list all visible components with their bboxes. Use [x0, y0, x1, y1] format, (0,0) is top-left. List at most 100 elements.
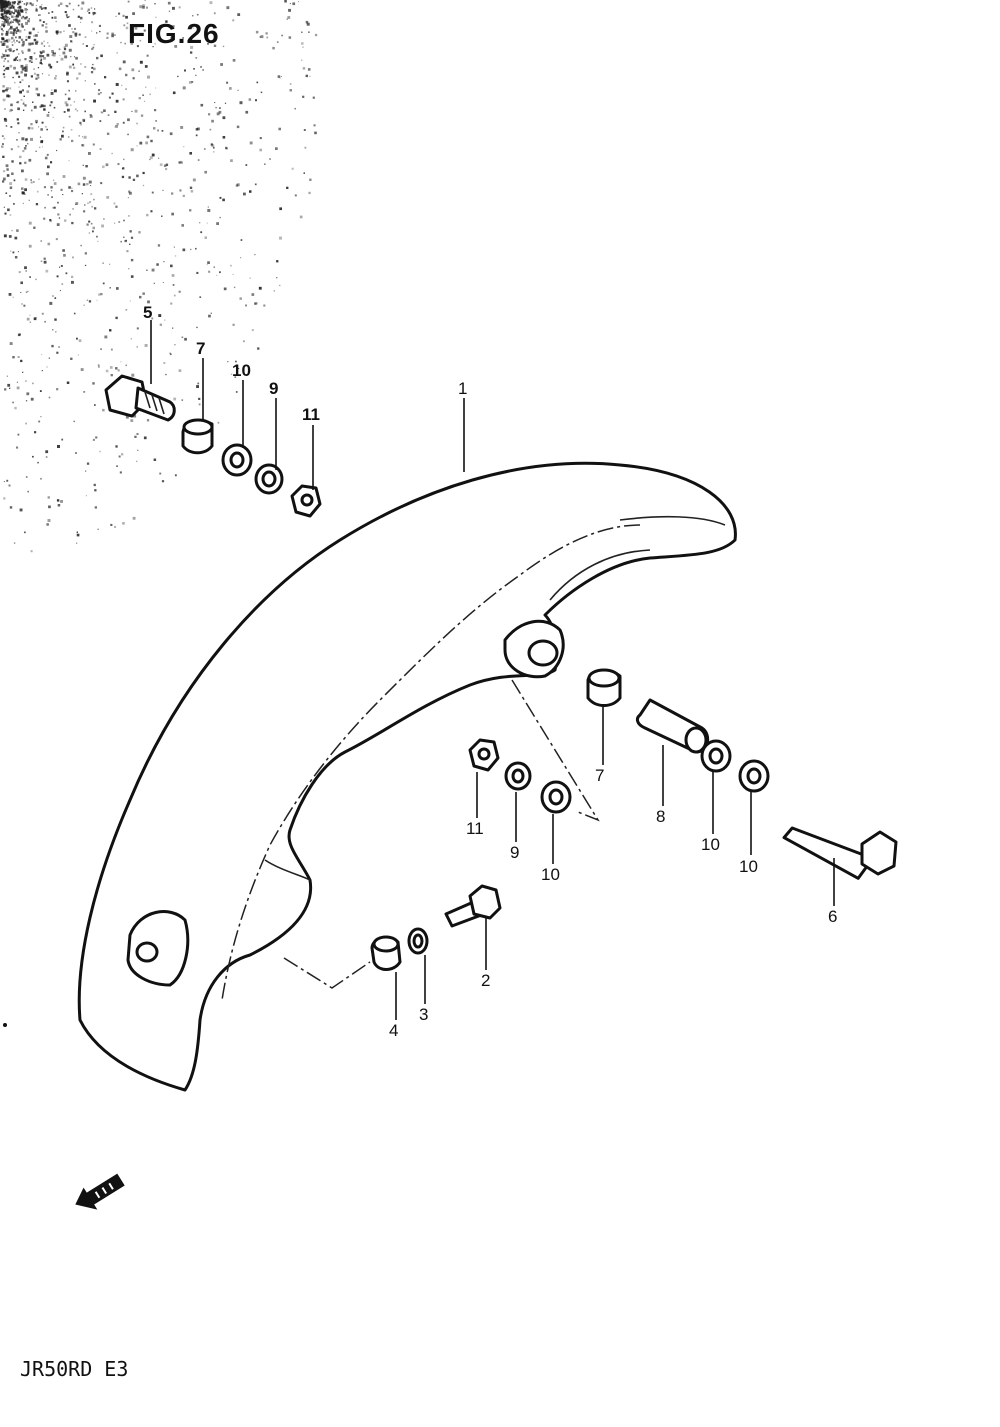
noise-speck — [147, 75, 150, 79]
noise-speck — [7, 16, 9, 18]
noise-speck — [26, 317, 30, 321]
noise-speck — [40, 58, 43, 61]
noise-speck — [41, 354, 43, 356]
noise-speck — [69, 35, 73, 38]
noise-speck — [73, 56, 75, 58]
noise-speck — [19, 81, 22, 84]
noise-speck — [181, 224, 184, 227]
noise-speck — [2, 98, 6, 102]
noise-speck — [142, 6, 145, 9]
noise-speck — [206, 222, 208, 224]
noise-speck — [164, 319, 166, 321]
noise-speck — [79, 16, 83, 20]
noise-speck — [279, 207, 282, 211]
noise-speck — [72, 8, 75, 11]
noise-speck — [17, 433, 20, 436]
noise-speck — [114, 222, 116, 224]
noise-speck — [20, 23, 23, 26]
noise-speck — [215, 106, 217, 109]
noise-speck — [92, 63, 94, 66]
noise-speck — [89, 116, 91, 118]
noise-speck — [34, 431, 37, 434]
noise-speck — [144, 0, 146, 1]
noise-speck — [75, 202, 79, 205]
noise-speck — [265, 32, 268, 35]
noise-speck — [154, 3, 156, 5]
noise-speck — [129, 230, 132, 233]
noise-speck — [190, 51, 193, 54]
noise-speck — [75, 203, 77, 205]
noise-speck — [8, 12, 10, 14]
noise-speck — [0, 6, 3, 8]
noise-speck — [60, 188, 63, 191]
noise-speck — [189, 152, 192, 155]
noise-speck — [138, 70, 140, 72]
noise-speck — [92, 14, 94, 16]
noise-speck — [46, 172, 49, 176]
noise-speck — [157, 129, 159, 132]
noise-speck — [123, 236, 125, 238]
noise-speck — [14, 18, 18, 22]
noise-speck — [25, 21, 28, 25]
noise-speck — [208, 270, 211, 273]
noise-speck — [89, 201, 91, 204]
noise-speck — [49, 104, 52, 107]
noise-speck — [35, 203, 39, 206]
noise-speck — [70, 129, 73, 131]
noise-speck — [0, 9, 4, 13]
noise-speck — [52, 295, 54, 297]
noise-speck — [91, 205, 94, 208]
noise-speck — [111, 92, 114, 95]
noise-speck — [7, 29, 10, 31]
noise-speck — [5, 164, 9, 168]
noise-speck — [128, 176, 131, 179]
noise-speck — [84, 66, 87, 68]
noise-speck — [83, 210, 86, 213]
noise-speck — [85, 165, 88, 168]
noise-speck — [142, 292, 145, 295]
noise-speck — [33, 226, 36, 229]
noise-speck — [16, 40, 18, 42]
noise-speck — [44, 206, 46, 209]
noise-speck — [16, 56, 18, 58]
callout-9-upper: 9 — [269, 379, 278, 398]
noise-speck — [118, 12, 121, 15]
noise-speck — [25, 476, 28, 478]
noise-speck — [48, 45, 51, 47]
noise-speck — [19, 508, 23, 512]
noise-speck — [14, 58, 17, 61]
noise-speck — [39, 5, 42, 9]
noise-speck — [294, 107, 296, 110]
noise-speck — [22, 191, 25, 195]
noise-speck — [33, 52, 36, 55]
noise-speck — [259, 36, 262, 38]
noise-speck — [3, 24, 6, 27]
noise-speck — [180, 161, 183, 164]
noise-speck — [64, 93, 67, 96]
noise-speck — [124, 42, 126, 45]
noise-speck — [230, 373, 233, 375]
noise-speck — [16, 229, 19, 232]
noise-speck — [10, 10, 13, 14]
noise-speck — [68, 65, 72, 69]
noise-speck — [223, 287, 227, 291]
noise-speck — [73, 420, 75, 423]
noise-speck — [314, 131, 317, 135]
noise-speck — [7, 16, 10, 19]
noise-speck — [5, 8, 7, 10]
noise-speck — [4, 19, 7, 23]
noise-speck — [134, 26, 138, 30]
noise-speck — [80, 244, 82, 247]
noise-speck — [52, 206, 55, 209]
noise-speck — [35, 278, 37, 281]
noise-speck — [41, 312, 44, 315]
noise-speck — [31, 3, 34, 7]
noise-speck — [6, 1, 8, 3]
noise-speck — [21, 51, 24, 54]
noise-speck — [48, 396, 51, 399]
noise-speck — [245, 304, 247, 307]
noise-speck — [12, 356, 15, 359]
noise-speck — [9, 214, 12, 216]
noise-speck — [31, 42, 34, 45]
noise-speck — [173, 246, 175, 248]
